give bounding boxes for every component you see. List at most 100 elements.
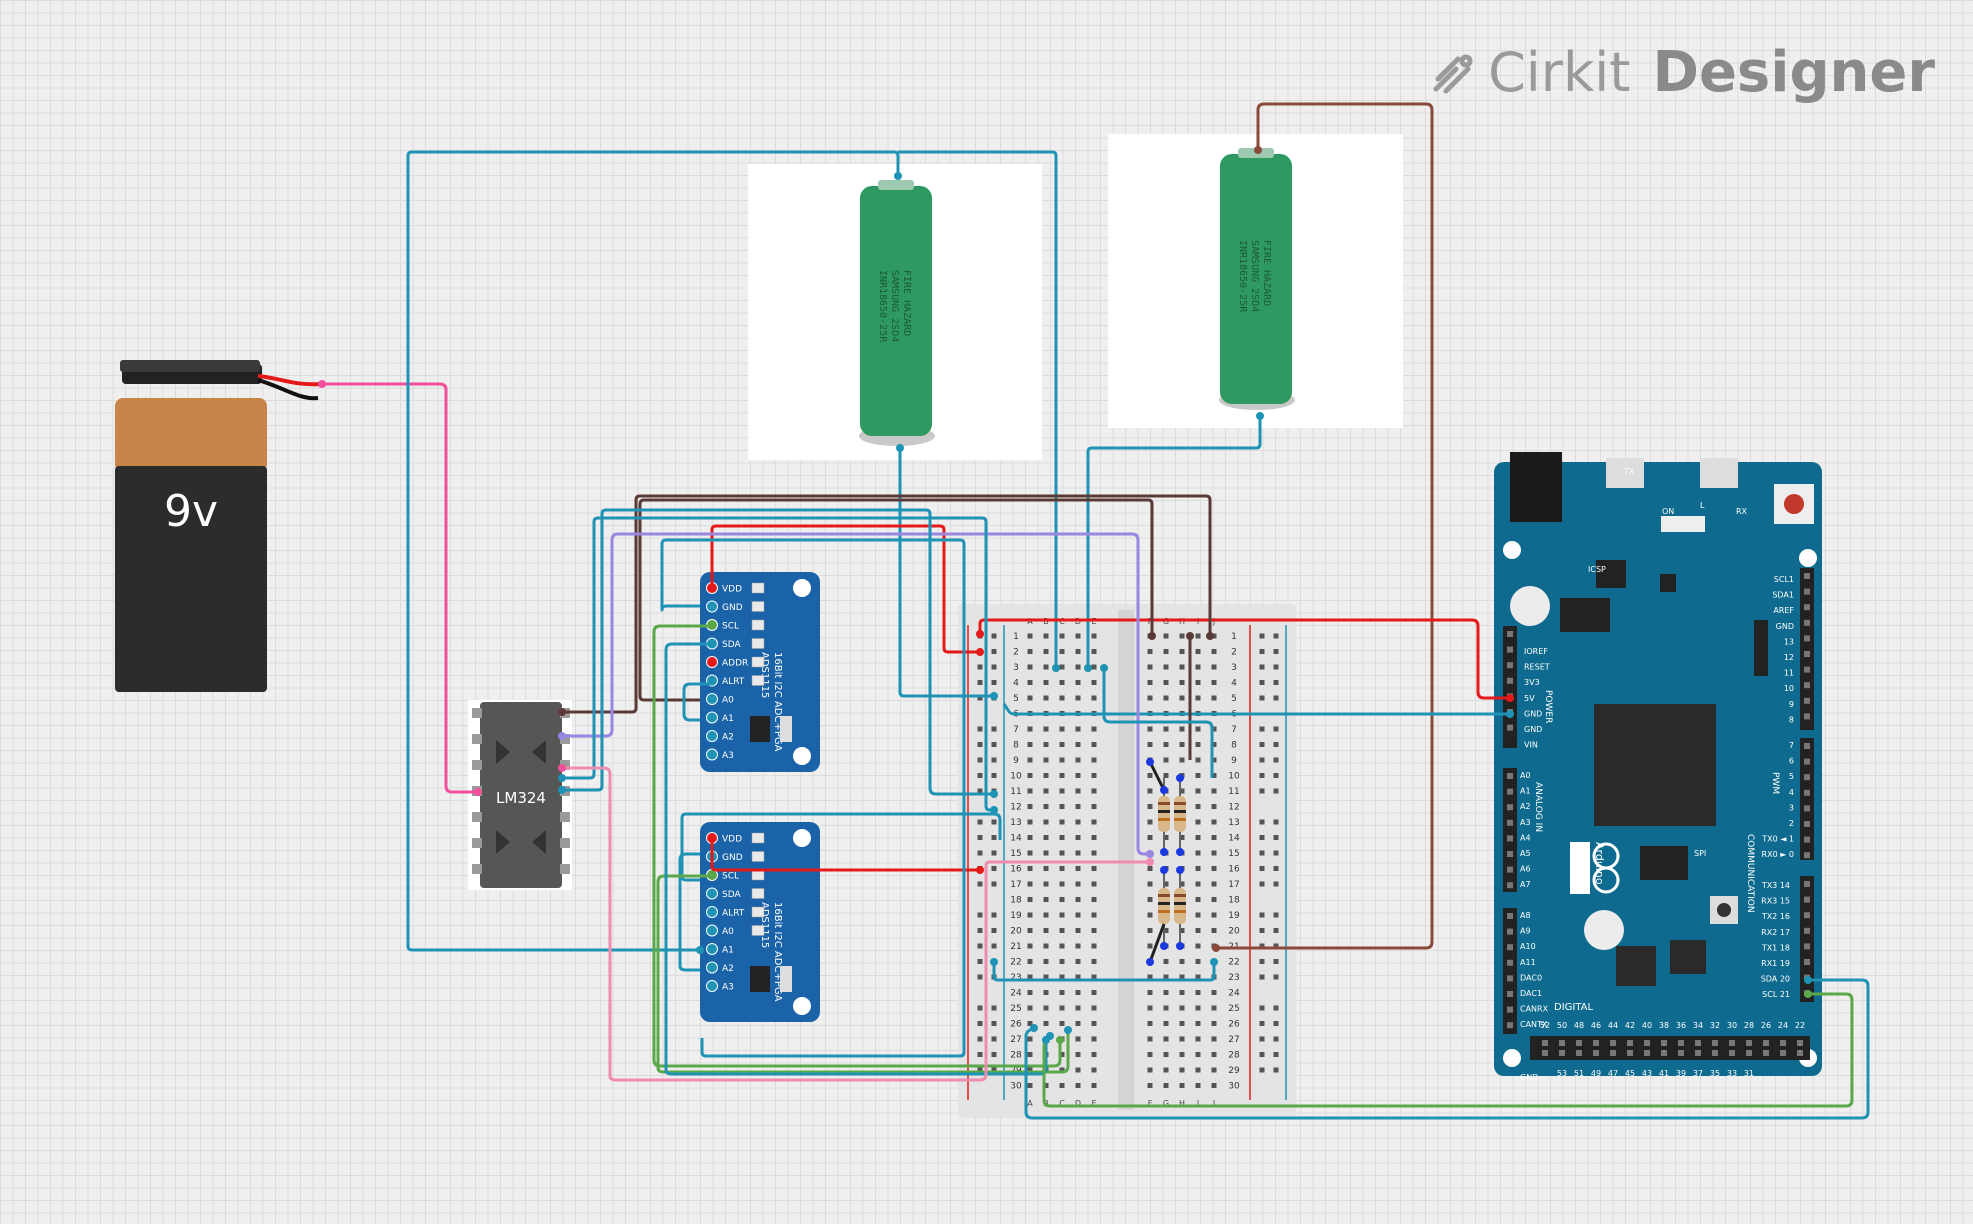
breadboard-hole[interactable] — [1195, 959, 1201, 964]
breadboard-hole[interactable] — [1059, 835, 1065, 840]
breadboard-hole[interactable] — [1043, 649, 1049, 654]
header-pin[interactable] — [1507, 773, 1513, 779]
rail-hole[interactable] — [991, 726, 997, 732]
breadboard-hole[interactable] — [1075, 633, 1081, 639]
rail-hole[interactable] — [1273, 912, 1279, 918]
breadboard-hole[interactable] — [1091, 742, 1097, 747]
breadboard-hole[interactable] — [1211, 1021, 1217, 1026]
wire-endpoint[interactable] — [1148, 632, 1156, 640]
breadboard-hole[interactable] — [1163, 959, 1169, 964]
breadboard-hole[interactable] — [1027, 680, 1033, 685]
breadboard-holes[interactable] — [977, 633, 1279, 1089]
breadboard-hole[interactable] — [1027, 912, 1033, 918]
header-pin[interactable] — [1804, 959, 1810, 965]
breadboard-hole[interactable] — [1091, 835, 1097, 840]
digital-header-strip-2[interactable] — [1800, 738, 1814, 860]
breadboard-hole[interactable] — [1163, 680, 1169, 685]
rail-hole[interactable] — [1273, 974, 1279, 980]
breadboard-hole[interactable] — [1059, 959, 1065, 964]
breadboard-hole[interactable] — [1195, 1083, 1201, 1088]
breadboard-hole[interactable] — [1211, 928, 1217, 933]
breadboard-hole[interactable] — [1043, 757, 1049, 763]
wire-endpoint[interactable] — [1256, 412, 1264, 420]
header-pin[interactable] — [1804, 697, 1810, 704]
breadboard-hole[interactable] — [1211, 990, 1217, 995]
rail-hole[interactable] — [977, 819, 983, 825]
rail-hole[interactable] — [1259, 835, 1265, 840]
breadboard-hole[interactable] — [1091, 990, 1097, 995]
breadboard-hole[interactable] — [1179, 1005, 1185, 1011]
rail-hole[interactable] — [977, 773, 983, 778]
wire-endpoint[interactable] — [1254, 146, 1262, 154]
adc-component[interactable] — [751, 582, 765, 594]
adc-component[interactable] — [751, 925, 765, 936]
adc-component[interactable] — [751, 675, 765, 686]
breadboard-hole[interactable] — [1147, 649, 1153, 654]
wire-teal-adc2-to-bb[interactable] — [680, 812, 1002, 882]
breadboard-hole[interactable] — [1043, 912, 1049, 918]
breadboard-hole[interactable] — [1059, 695, 1065, 701]
breadboard-hole[interactable] — [1091, 1021, 1097, 1026]
breadboard-hole[interactable] — [1163, 1036, 1169, 1042]
header-pin[interactable] — [1804, 789, 1810, 796]
breadboard-hole[interactable] — [1091, 1036, 1097, 1042]
breadboard-hole[interactable] — [1075, 664, 1081, 670]
breadboard-hole[interactable] — [1075, 1067, 1081, 1073]
wire-endpoint[interactable] — [1030, 1024, 1038, 1032]
rail-hole[interactable] — [977, 1052, 983, 1057]
adc-component[interactable] — [751, 619, 765, 631]
adc-pin[interactable] — [706, 656, 718, 668]
header-pin[interactable] — [1804, 666, 1810, 673]
breadboard-hole[interactable] — [1147, 928, 1153, 933]
breadboard-hole[interactable] — [1043, 680, 1049, 685]
wire-endpoint[interactable] — [1160, 848, 1168, 856]
breadboard-hole[interactable] — [1163, 695, 1169, 701]
cell-2[interactable]: INR18650-25R SAMSUNG 2SD4 FIRE HAZARD — [1108, 134, 1403, 428]
wire-endpoint[interactable] — [1052, 664, 1060, 672]
breadboard-hole[interactable] — [1091, 804, 1097, 809]
rail-hole[interactable] — [991, 943, 997, 949]
breadboard-hole[interactable] — [1163, 974, 1169, 980]
rail-hole[interactable] — [991, 912, 997, 918]
rail-hole[interactable] — [1259, 866, 1265, 871]
wire-endpoint[interactable] — [1804, 990, 1812, 998]
header-pin[interactable] — [1507, 1006, 1513, 1013]
breadboard-hole[interactable] — [1059, 788, 1065, 794]
breadboard-hole[interactable] — [1075, 866, 1081, 871]
header-pin[interactable] — [1780, 1040, 1786, 1046]
breadboard-hole[interactable] — [1211, 1067, 1217, 1073]
breadboard-hole[interactable] — [1059, 850, 1065, 856]
rail-hole[interactable] — [977, 881, 983, 887]
breadboard-hole[interactable] — [1091, 649, 1097, 654]
breadboard-hole[interactable] — [1091, 1005, 1097, 1011]
breadboard-hole[interactable] — [1147, 788, 1153, 794]
rail-hole[interactable] — [991, 1036, 997, 1042]
wire-endpoint[interactable] — [1146, 758, 1154, 766]
breadboard-hole[interactable] — [1075, 1005, 1081, 1011]
header-pin[interactable] — [1804, 682, 1810, 689]
header-pin[interactable] — [1712, 1050, 1718, 1056]
rail-hole[interactable] — [1259, 788, 1265, 794]
comm-header-strip[interactable] — [1800, 876, 1814, 1002]
wire-endpoint[interactable] — [1210, 958, 1218, 966]
wire-brown-2[interactable] — [638, 498, 1154, 702]
arduino-board[interactable]: Arduino IOREFRESET3V35VGNDGNDVINA0A1A2A3… — [1494, 452, 1822, 1082]
breadboard-hole[interactable] — [1059, 974, 1065, 980]
breadboard-hole[interactable] — [1027, 881, 1033, 887]
header-pin[interactable] — [1804, 943, 1810, 950]
rail-hole[interactable] — [977, 757, 983, 763]
breadboard-hole[interactable] — [1163, 633, 1169, 639]
breadboard-hole[interactable] — [1075, 881, 1081, 887]
breadboard-hole[interactable] — [1179, 990, 1185, 995]
breadboard-hole[interactable] — [1211, 1083, 1217, 1088]
wire-endpoint[interactable] — [558, 732, 566, 740]
breadboard-hole[interactable] — [1195, 664, 1201, 670]
wire-green-scl-2[interactable] — [656, 874, 1070, 1074]
header-pin[interactable] — [1746, 1050, 1752, 1056]
breadboard-hole[interactable] — [1059, 943, 1065, 949]
breadboard-hole[interactable] — [1091, 850, 1097, 856]
rail-hole[interactable] — [991, 664, 997, 670]
breadboard-hole[interactable] — [1195, 680, 1201, 685]
breadboard-hole[interactable] — [1179, 881, 1185, 887]
header-pin[interactable] — [1507, 677, 1513, 684]
